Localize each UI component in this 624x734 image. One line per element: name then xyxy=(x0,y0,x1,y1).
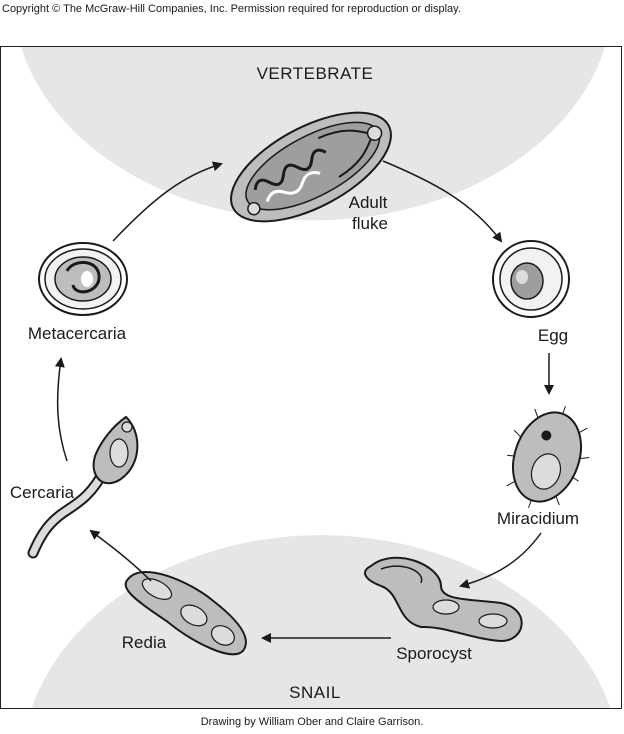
sporocyst-illustration xyxy=(364,556,523,643)
egg-illustration xyxy=(492,240,570,318)
egg-label: Egg xyxy=(538,326,568,345)
cercaria-illustration xyxy=(27,415,139,559)
redia-label: Redia xyxy=(122,633,167,652)
metacercaria-illustration xyxy=(38,242,128,316)
arrow-metacercaria-to-adult xyxy=(112,161,223,242)
redia-illustration xyxy=(124,571,247,656)
vertebrate-label: VERTEBRATE xyxy=(257,64,374,83)
arrow-redia-to-cercaria xyxy=(89,529,152,582)
arrow-miracidium-to-sporocyst xyxy=(459,532,542,589)
sporocyst-label: Sporocyst xyxy=(396,644,472,663)
illustration-credit: Drawing by William Ober and Claire Garri… xyxy=(200,716,424,728)
life-cycle-canvas: VERTEBRATE SNAIL Adult fluke Egg xyxy=(10,47,611,708)
life-cycle-diagram: VERTEBRATE SNAIL Adult fluke Egg xyxy=(0,46,622,709)
metacercaria-label: Metacercaria xyxy=(28,324,127,343)
adult-fluke-label-line2: fluke xyxy=(352,214,388,233)
arrow-adult-to-egg xyxy=(382,160,503,243)
adult-fluke-label-line1: Adult xyxy=(349,193,388,212)
arrow-cercaria-to-metacercaria xyxy=(54,357,68,462)
snail-label: SNAIL xyxy=(289,683,341,702)
miracidium-label: Miracidium xyxy=(497,509,579,528)
miracidium-illustration xyxy=(506,406,590,508)
adult-fluke-illustration xyxy=(230,111,392,223)
copyright-notice: Copyright © The McGraw-Hill Companies, I… xyxy=(2,3,461,15)
cercaria-label: Cercaria xyxy=(10,483,75,502)
